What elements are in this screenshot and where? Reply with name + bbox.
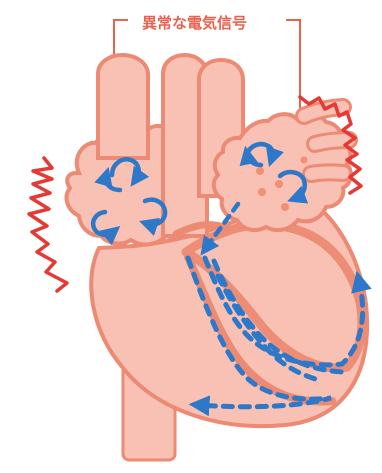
- abnormal-electrical-signal-label: 異常な電気信号: [136, 12, 253, 34]
- zigzag-wave-icon: [29, 158, 67, 291]
